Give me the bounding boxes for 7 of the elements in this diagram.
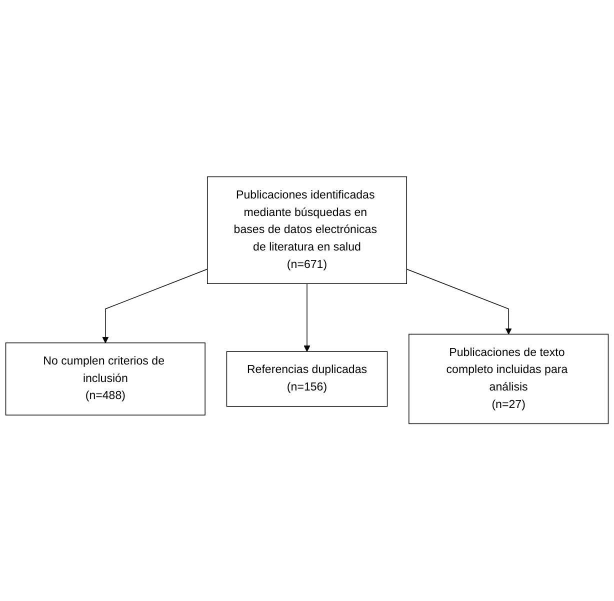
node-box: Publicaciones identificadas mediante búsquedas en bases de datos electrónicas de literatura en salud (n=671): [207, 176, 407, 284]
node-box: Publicaciones de texto completo incluidas para análisis (n=27): [408, 334, 609, 424]
node-box: No cumplen criterios de inclusión (n=488): [5, 342, 206, 416]
arrow: [406, 269, 512, 335]
arrow: [304, 284, 310, 352]
node-box: Referencias duplicadas (n=156): [226, 351, 388, 407]
arrow: [102, 269, 208, 344]
